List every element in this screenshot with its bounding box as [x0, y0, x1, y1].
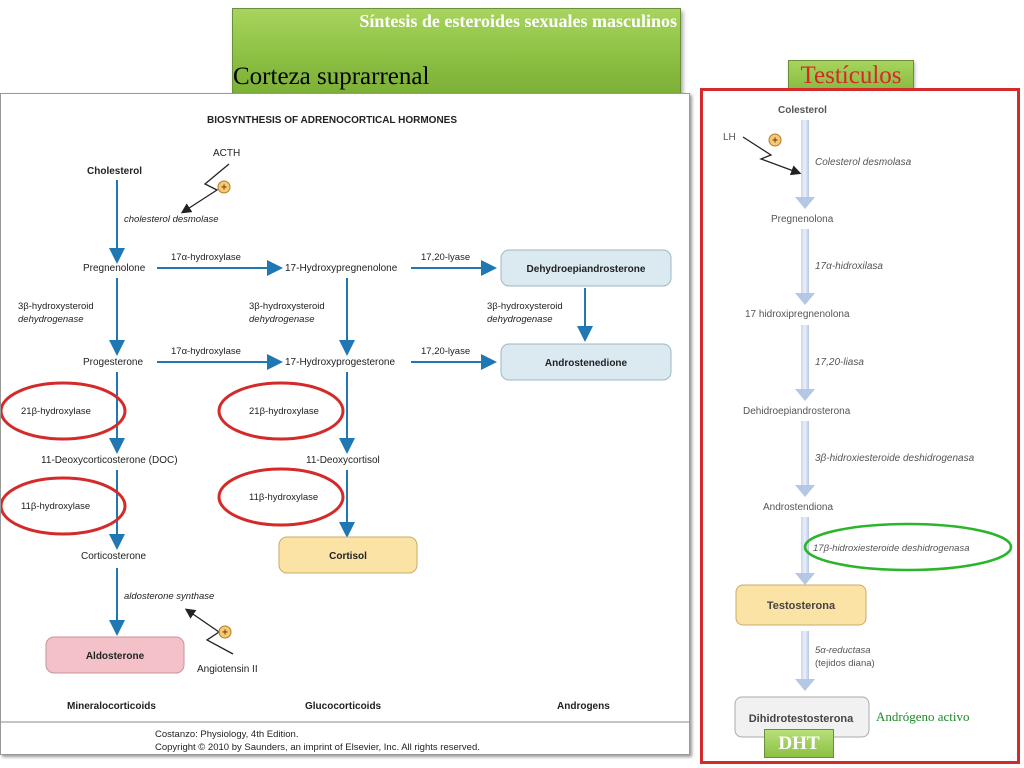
- t-shaft-6: [801, 631, 809, 681]
- t-dhea: Dehidroepiandrosterona: [743, 406, 851, 417]
- t-hydroxilase17: 17α-hidroxilasa: [815, 261, 883, 272]
- t-pregnenolone: Pregnenolona: [771, 214, 834, 225]
- hsd-c-1: 3β-hydroxysteroid: [487, 301, 563, 312]
- hsd-b-2: dehydrogenase: [249, 314, 315, 325]
- t-lh: LH: [723, 132, 736, 143]
- hsd-a-2: dehydrogenase: [18, 314, 84, 325]
- androstenedione-label: Androstenedione: [545, 358, 628, 369]
- testis-diagram: Colesterol LH + Colesterol desmolasa Pre…: [723, 105, 1013, 738]
- t-testosterone-box: [735, 584, 867, 626]
- highlight-11-hydroxylase-a: [0, 476, 127, 536]
- hydroxylase11-b: 11β-hydroxylase: [249, 492, 318, 503]
- highlight-11-hydroxylase-b: [217, 467, 345, 527]
- highlight-21-hydroxylase-a: [0, 381, 127, 441]
- t-testosterone: Testosterona: [767, 600, 836, 612]
- lyase-b: 17,20-lyase: [421, 346, 470, 357]
- angiotensin-arrow: [184, 608, 234, 655]
- cortisol-box: [278, 536, 418, 574]
- banner-subtitle: Corteza suprarrenal: [233, 63, 430, 90]
- pregnenolone-label: Pregnenolone: [83, 263, 146, 274]
- t-shaft-2: [801, 229, 809, 295]
- t-shaft-4: [801, 421, 809, 487]
- dht-tag: DHT: [764, 729, 834, 758]
- highlight-21-hydroxylase-b: [217, 381, 345, 441]
- t-reductase: 5α-reductasa: [815, 645, 871, 656]
- dhea-label: Dehydroepiandrosterone: [527, 264, 646, 275]
- deoxycortisol-label: 11-Deoxycortisol: [306, 455, 380, 466]
- cortisol-label: Cortisol: [329, 551, 367, 562]
- dhea-box: [500, 249, 672, 287]
- hydroxylase17-b: 17α-hydroxylase: [171, 346, 241, 357]
- acth-plus-icon: [217, 180, 231, 194]
- t-head-5: [795, 573, 815, 585]
- title-banner: Síntesis de esteroides sexuales masculin…: [232, 8, 681, 98]
- t-head-2: [795, 293, 815, 305]
- lyase-a: 17,20-lyase: [421, 252, 470, 263]
- aldosterone-label: Aldosterone: [86, 651, 145, 662]
- hydroxyprogesterone-label: 17-Hydroxyprogesterone: [285, 357, 395, 368]
- acth-arrow: [180, 163, 230, 214]
- t-lh-arrow: [742, 136, 802, 176]
- progesterone-label: Progesterone: [83, 357, 143, 368]
- t-target: (tejidos diana): [815, 658, 875, 669]
- col-androgens: Androgens: [557, 701, 610, 712]
- androstenedione-box: [500, 343, 672, 381]
- credit-line-2: Copyright © 2010 by Saunders, an imprint…: [155, 742, 480, 753]
- angiotensin-label: Angiotensin II: [197, 664, 258, 675]
- col-glucocorticoids: Glucocorticoids: [305, 701, 382, 712]
- desmolase-label: cholesterol desmolase: [124, 214, 219, 225]
- aldosterone-box: [45, 636, 185, 674]
- hydroxylase21-b: 21β-hydroxylase: [249, 406, 319, 417]
- t-hydroxypregnenolone: 17 hidroxipregnenolona: [745, 309, 850, 320]
- hsd-c-2: dehydrogenase: [487, 314, 553, 325]
- cholesterol-label: Cholesterol: [87, 166, 142, 177]
- hydroxylase21-a: 21β-hydroxylase: [21, 406, 91, 417]
- aldo-synthase-label: aldosterone synthase: [124, 591, 214, 602]
- t-dht-full: Dihidrotestosterona: [749, 713, 854, 725]
- t-head-6: [795, 679, 815, 691]
- t-plus-icon: [768, 133, 782, 147]
- t-plus-sign: +: [772, 136, 778, 147]
- t-head-4: [795, 485, 815, 497]
- credit-line-1: Costanzo: Physiology, 4th Edition.: [155, 729, 298, 740]
- banner-title: Síntesis de esteroides sexuales masculin…: [359, 11, 677, 31]
- adrenal-diagram-panel: BIOSYNTHESIS OF ADRENOCORTICAL HORMONES …: [0, 93, 690, 755]
- hydroxylase11-a: 11β-hydroxylase: [21, 501, 90, 512]
- t-head-1: [795, 197, 815, 209]
- t-shaft-3: [801, 325, 809, 391]
- testis-diagram-panel: Colesterol LH + Colesterol desmolasa Pre…: [700, 88, 1020, 764]
- corticosterone-label: Corticosterone: [81, 551, 146, 562]
- t-cholesterol: Colesterol: [778, 105, 827, 116]
- highlight-17-hsd: [803, 522, 1013, 572]
- t-shaft-1: [801, 120, 809, 200]
- t-hsd3: 3β-hidroxiesteroide deshidrogenasa: [815, 453, 975, 464]
- t-desmolase: Colesterol desmolasa: [815, 157, 912, 168]
- adrenal-diagram: BIOSYNTHESIS OF ADRENOCORTICAL HORMONES …: [0, 115, 689, 753]
- acth-label: ACTH: [213, 148, 240, 159]
- hsd-a-1: 3β-hydroxysteroid: [18, 301, 94, 312]
- adrenal-title: BIOSYNTHESIS OF ADRENOCORTICAL HORMONES: [207, 115, 457, 126]
- hsd-b-1: 3β-hydroxysteroid: [249, 301, 325, 312]
- t-liase: 17,20-liasa: [815, 357, 864, 368]
- active-androgen-label: Andrógeno activo: [876, 709, 970, 724]
- angiotensin-plus-sign: +: [222, 628, 228, 639]
- doc-label: 11-Deoxycorticosterone (DOC): [41, 455, 178, 466]
- angiotensin-plus-icon: [218, 625, 232, 639]
- t-hsd17: 17β-hidroxiesteroide deshidrogenasa: [813, 543, 969, 554]
- testicle-tag: Testículos: [788, 60, 914, 92]
- acth-plus-sign: +: [221, 183, 227, 194]
- hydroxypregnenolone-label: 17-Hydroxypregnenolone: [285, 263, 398, 274]
- col-mineralocorticoids: Mineralocorticoids: [67, 701, 156, 712]
- t-androstenedione: Androstendiona: [763, 502, 833, 513]
- hydroxylase17-a: 17α-hydroxylase: [171, 252, 241, 263]
- t-head-3: [795, 389, 815, 401]
